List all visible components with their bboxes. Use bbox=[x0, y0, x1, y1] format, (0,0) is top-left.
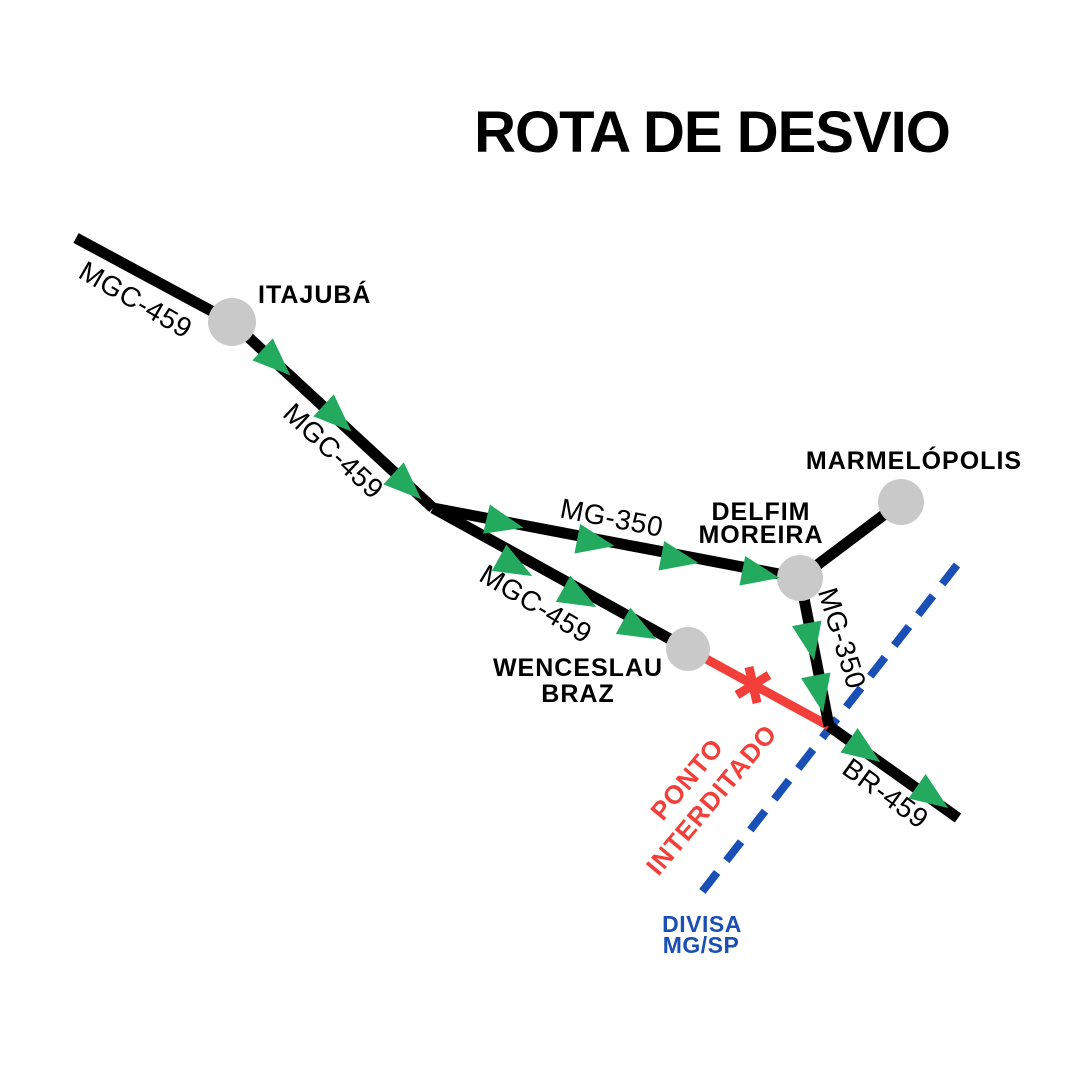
city-label-delfim-line1: DELFIM bbox=[711, 498, 810, 526]
state-border-line1: DIVISA bbox=[662, 911, 742, 937]
city-label-delfim-line2: MOREIRA bbox=[698, 521, 823, 549]
city-dot-marmelopolis bbox=[878, 479, 924, 525]
city-label-wenceslau-line1: WENCESLAU bbox=[493, 654, 663, 682]
blocked-x-icon bbox=[734, 666, 772, 704]
blocked-point-label: PONTO INTERDITADO bbox=[640, 718, 783, 880]
blocked-x-stroke bbox=[734, 671, 772, 699]
city-dot-wenceslau-braz bbox=[666, 627, 710, 671]
state-border-label: DIVISA MG/SP bbox=[662, 911, 742, 958]
city-label-wenceslau-braz: WENCESLAU BRAZ bbox=[493, 654, 663, 708]
road-mgc459-south bbox=[430, 503, 691, 654]
blocked-road-segment bbox=[685, 645, 832, 730]
city-label-delfim-moreira: DELFIM MOREIRA bbox=[698, 498, 823, 549]
city-label-itajuba: ITAJUBÁ bbox=[258, 280, 371, 309]
city-dot-itajuba bbox=[208, 298, 256, 346]
city-label-marmelopolis: MARMELÓPOLIS bbox=[806, 445, 1022, 475]
route-arrows bbox=[252, 338, 957, 821]
state-border-line2: MG/SP bbox=[663, 932, 740, 958]
page-title: ROTA DE DESVIO bbox=[474, 100, 950, 165]
city-dot-delfim-moreira bbox=[777, 555, 823, 601]
city-label-wenceslau-line2: BRAZ bbox=[541, 680, 614, 708]
